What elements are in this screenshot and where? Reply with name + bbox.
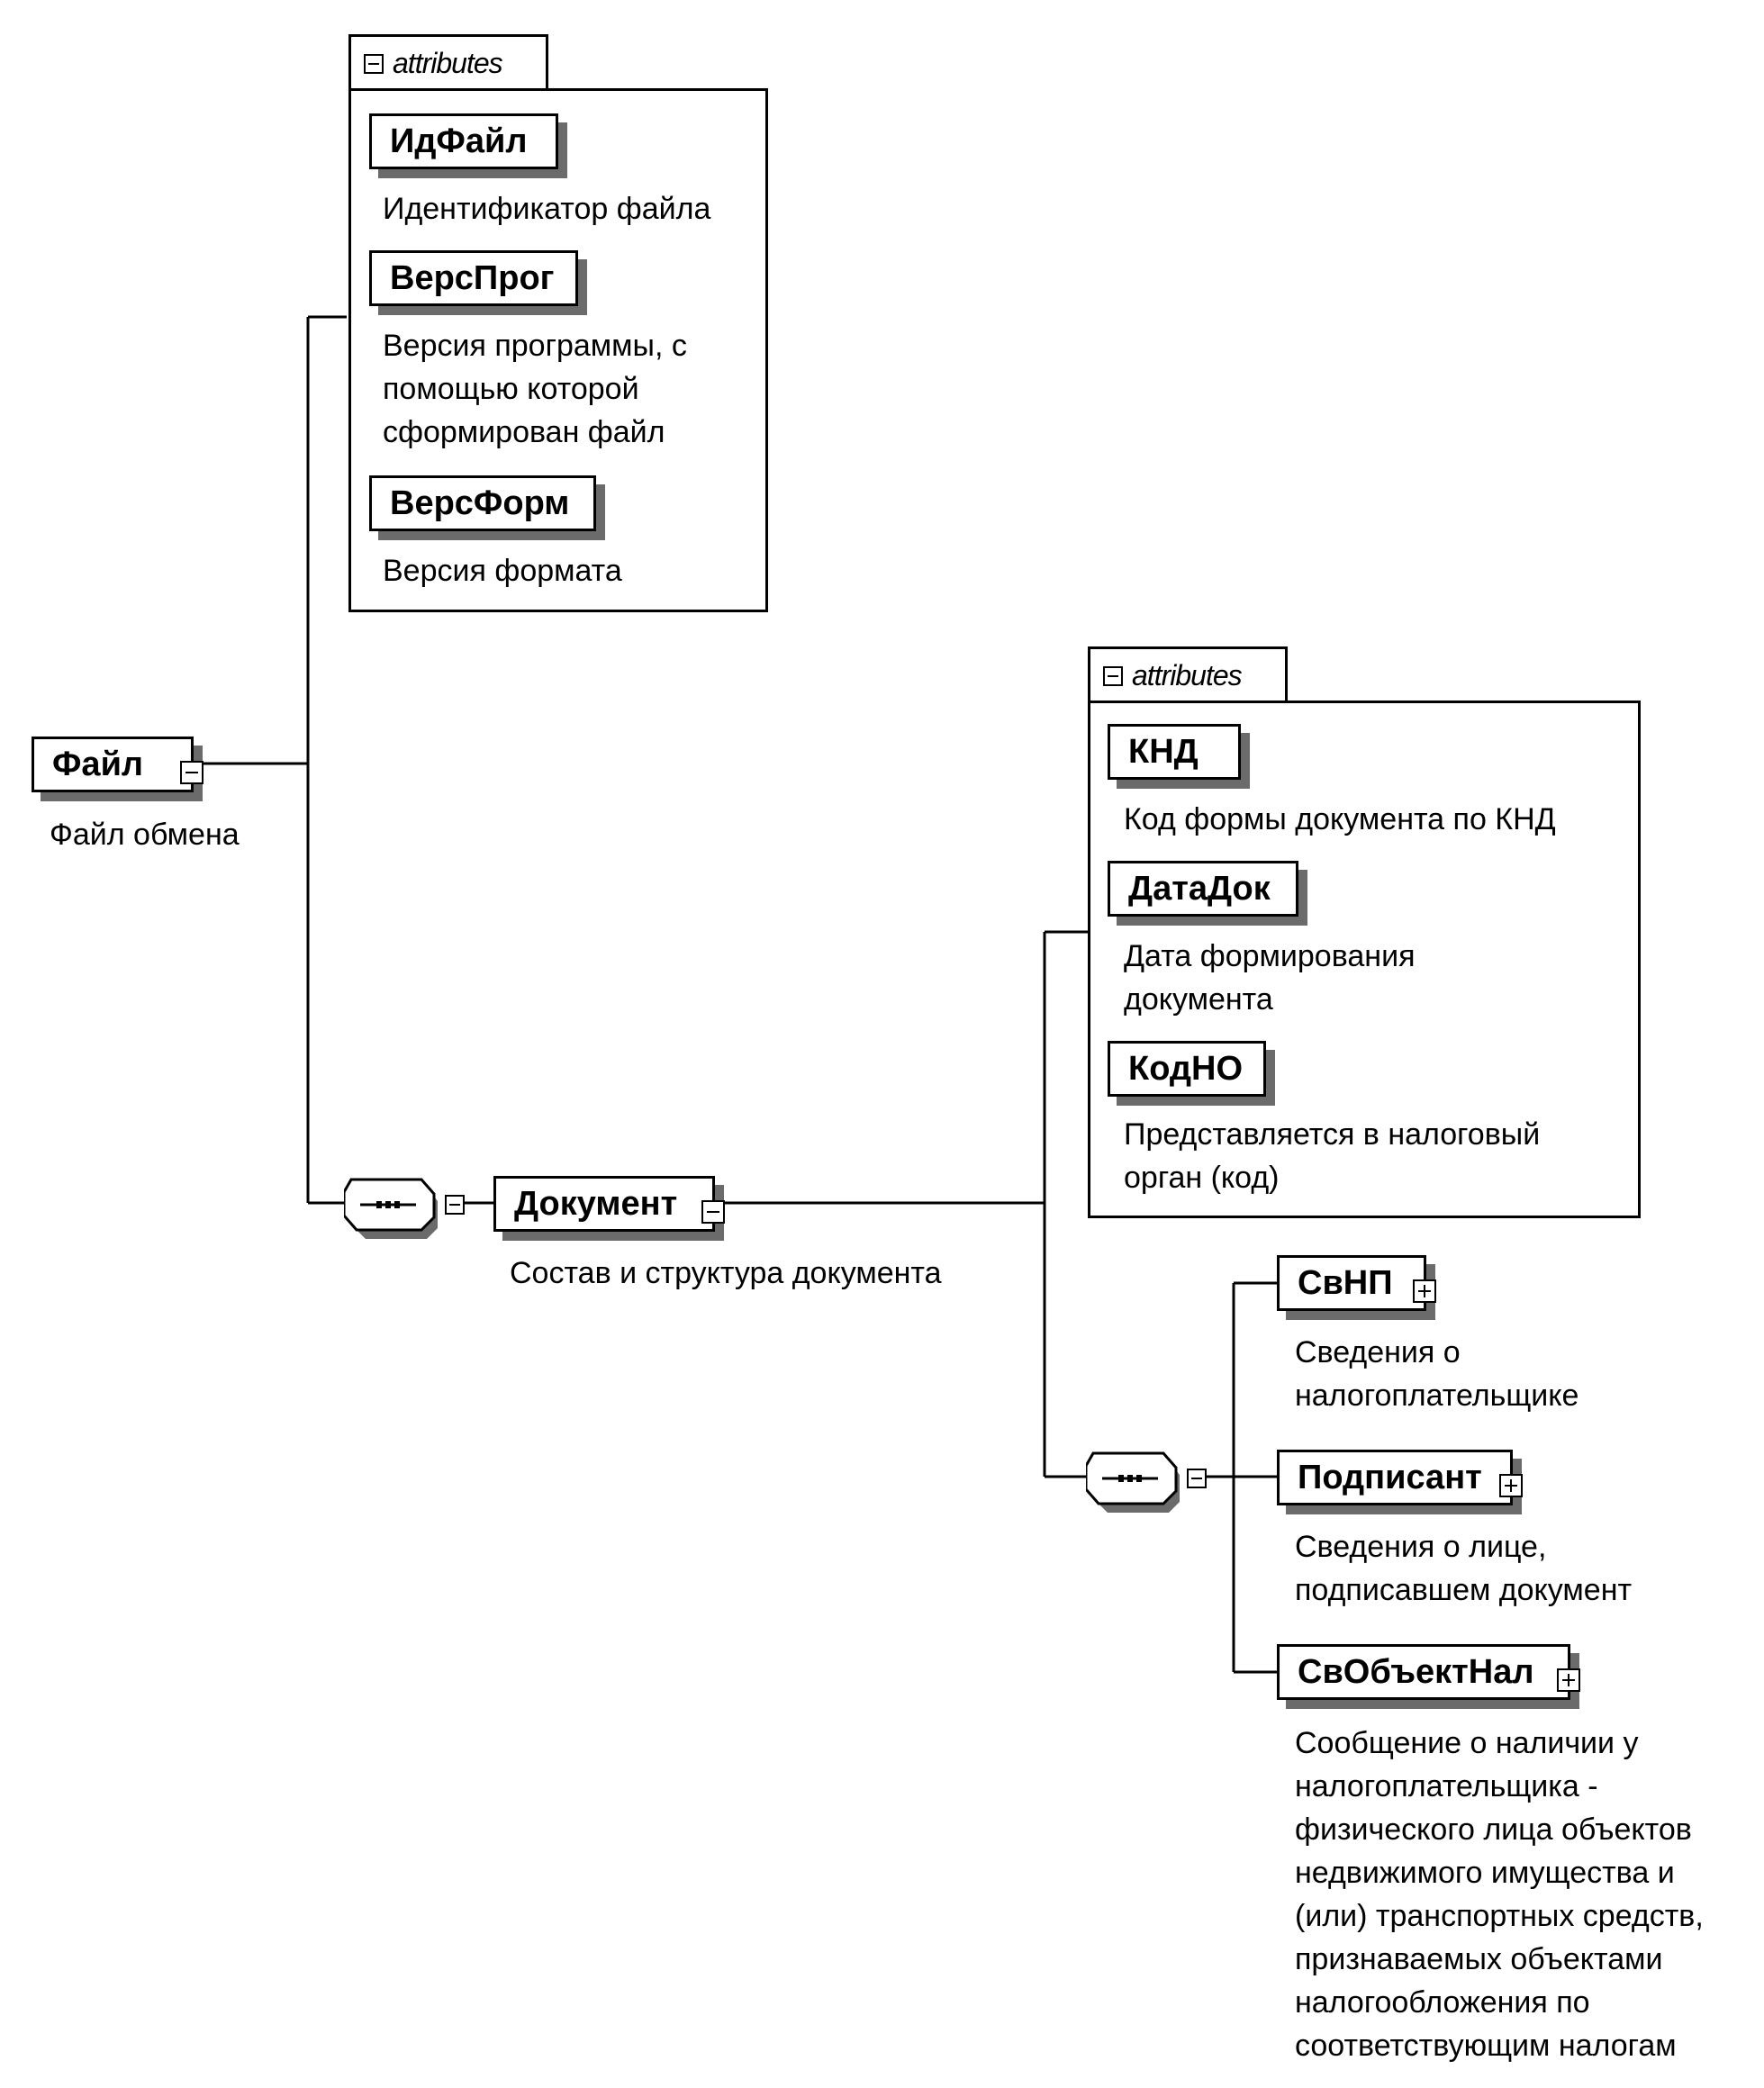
minus-box-icon[interactable] (701, 1194, 725, 1233)
element-name: Файл (52, 745, 144, 783)
attribute-idfile[interactable]: ИдФайл (369, 113, 558, 169)
element-name: СвНП (1298, 1263, 1393, 1302)
element-svobektnal[interactable]: СвОбъектНал (1277, 1644, 1580, 1700)
element-description-line: соответствующим налогам (1295, 2029, 1677, 2063)
attribute-description: Версия формата (383, 554, 622, 588)
attribute-name: ИдФайл (390, 122, 528, 160)
attribute-description-line: Версия программы, с (383, 329, 687, 363)
element-description-line: Сообщение о наличии у (1295, 1726, 1639, 1760)
element-file[interactable]: Файл (32, 737, 204, 792)
element-description-line: физического лица объектов (1295, 1812, 1692, 1847)
attribute-description-line: документа (1124, 982, 1273, 1017)
sequence-compositor-icon[interactable] (1086, 1448, 1212, 1520)
element-description: Состав и структура документа (510, 1256, 942, 1290)
attribute-name: КНД (1128, 732, 1199, 771)
element-description-line: признаваемых объектами (1295, 1942, 1663, 1976)
element-description-line: налогоплательщике (1295, 1378, 1579, 1413)
element-svnp[interactable]: СвНП (1277, 1255, 1436, 1311)
attribute-description-line: Представляется в налоговый (1124, 1117, 1541, 1152)
plus-box-icon[interactable] (1413, 1273, 1436, 1312)
minus-box-icon[interactable] (180, 755, 204, 793)
attributes-panel (1088, 701, 1641, 1218)
element-name: СвОбъектНал (1298, 1652, 1534, 1691)
element-document[interactable]: Документ (493, 1176, 725, 1232)
attribute-name: КодНО (1128, 1049, 1244, 1088)
element-description-line: подписавшем документ (1295, 1573, 1633, 1607)
minus-box-icon[interactable] (364, 53, 384, 74)
element-description-line: недвижимого имущества и (1295, 1856, 1675, 1890)
attribute-description-line: сформирован файл (383, 415, 665, 449)
attribute-name: ВерсФорм (390, 484, 570, 522)
attributes-tab[interactable]: attributes (348, 34, 548, 90)
element-podpisant[interactable]: Подписант (1277, 1450, 1523, 1505)
sequence-collapse-icon[interactable] (1187, 1469, 1207, 1493)
attribute-kodno[interactable]: КодНО (1108, 1041, 1266, 1097)
element-description: Файл обмена (50, 818, 240, 852)
attribute-name: ВерсПрог (390, 258, 555, 297)
attribute-description-line: Дата формирования (1124, 939, 1416, 973)
attribute-name: ДатаДок (1128, 869, 1271, 908)
element-name: Документ (514, 1184, 678, 1223)
element-description-line: налогообложения по (1295, 1985, 1590, 2020)
attributes-tab[interactable]: attributes (1088, 646, 1288, 702)
attributes-label: attributes (1132, 659, 1243, 691)
element-name: Подписант (1298, 1458, 1482, 1496)
element-description-line: (или) транспортных средств, (1295, 1899, 1704, 1933)
attribute-description-line: помощью которой (383, 372, 639, 406)
attribute-datadok[interactable]: ДатаДок (1108, 861, 1298, 917)
attribute-knd[interactable]: КНД (1108, 724, 1241, 780)
element-description-line: Сведения о (1295, 1335, 1461, 1369)
attribute-description: Идентификатор файла (383, 192, 711, 226)
plus-box-icon[interactable] (1557, 1662, 1580, 1701)
element-description-line: Сведения о лице, (1295, 1530, 1547, 1564)
attribute-description-line: орган (код) (1124, 1161, 1280, 1195)
attribute-versprog[interactable]: ВерсПрог (369, 250, 578, 306)
sequence-compositor-icon[interactable] (344, 1174, 470, 1246)
attribute-versform[interactable]: ВерсФорм (369, 475, 596, 531)
minus-box-icon[interactable] (1103, 665, 1123, 686)
plus-box-icon[interactable] (1499, 1468, 1523, 1506)
sequence-collapse-icon[interactable] (445, 1195, 465, 1219)
attributes-label: attributes (393, 47, 503, 79)
element-description-line: налогоплательщика - (1295, 1769, 1598, 1803)
attribute-description: Код формы документа по КНД (1124, 802, 1556, 836)
